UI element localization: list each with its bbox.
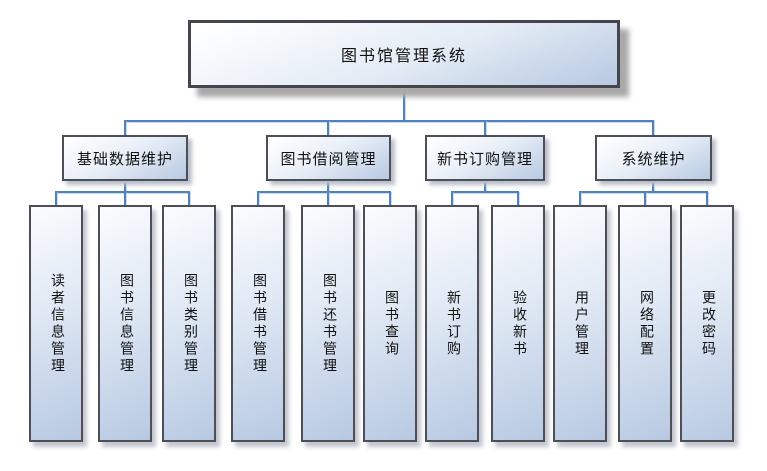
connector-g4-child2-drop xyxy=(644,191,646,205)
leaf-label: 读者信息管理 xyxy=(49,272,64,375)
leaf-node-lend: 图书借书管理 xyxy=(231,205,285,442)
connector-g4-child3-drop xyxy=(706,191,708,205)
branch-node-system: 系统维护 xyxy=(595,135,712,181)
connector-g1-child2-drop xyxy=(124,191,126,205)
connector-g1-parent-drop xyxy=(124,181,126,191)
leaf-label: 图书类别管理 xyxy=(182,272,197,375)
leaf-label: 新书订购 xyxy=(445,289,460,358)
connector-g3-child2-drop xyxy=(517,191,519,205)
connector-g2-child3-drop xyxy=(389,191,391,205)
leaf-node-book-info: 图书信息管理 xyxy=(98,205,152,442)
connector-branch3-drop xyxy=(484,120,486,135)
leaf-label: 验收新书 xyxy=(511,289,526,358)
branch-label: 系统维护 xyxy=(621,151,686,168)
connector-root-drop xyxy=(403,88,405,121)
leaf-node-book-category: 图书类别管理 xyxy=(162,205,216,442)
branch-node-ordering: 新书订购管理 xyxy=(425,135,545,181)
leaf-node-accept-new: 验收新书 xyxy=(491,205,545,442)
connector-g2-child1-drop xyxy=(257,191,259,205)
connector-g3-parent-drop xyxy=(484,181,486,191)
connector-g3-rail xyxy=(451,191,519,193)
leaf-label: 图书借书管理 xyxy=(251,272,266,375)
connector-g4-child1-drop xyxy=(579,191,581,205)
branch-label: 图书借阅管理 xyxy=(280,151,377,168)
leaf-label: 图书信息管理 xyxy=(118,272,133,375)
connector-g1-child3-drop xyxy=(188,191,190,205)
root-label: 图书馆管理系统 xyxy=(340,48,467,65)
root-node: 图书馆管理系统 xyxy=(188,20,620,88)
leaf-node-order-new: 新书订购 xyxy=(425,205,479,442)
leaf-node-reader-info: 读者信息管理 xyxy=(29,205,83,442)
leaf-node-change-password: 更改密码 xyxy=(680,205,734,442)
leaf-node-return: 图书还书管理 xyxy=(301,205,355,442)
leaf-node-network-config: 网络配置 xyxy=(618,205,672,442)
connector-g4-rail xyxy=(579,191,708,193)
connector-branch2-drop xyxy=(327,120,329,135)
connector-branch4-drop xyxy=(652,120,654,135)
branch-node-basic-data: 基础数据维护 xyxy=(62,135,188,181)
connector-g2-child2-drop xyxy=(327,191,329,205)
connector-branch1-drop xyxy=(124,120,126,135)
branch-label: 基础数据维护 xyxy=(76,151,173,168)
leaf-label: 图书查询 xyxy=(383,289,398,358)
connector-g3-child1-drop xyxy=(451,191,453,205)
connector-g4-parent-drop xyxy=(652,181,654,191)
leaf-label: 网络配置 xyxy=(638,289,653,358)
connector-top-rail xyxy=(124,120,654,122)
connector-g2-parent-drop xyxy=(327,181,329,191)
leaf-label: 图书还书管理 xyxy=(321,272,336,375)
leaf-node-query: 图书查询 xyxy=(363,205,417,442)
branch-node-borrowing: 图书借阅管理 xyxy=(266,135,391,181)
leaf-label: 更改密码 xyxy=(700,289,715,358)
branch-label: 新书订购管理 xyxy=(436,151,533,168)
leaf-node-user-mgmt: 用户管理 xyxy=(553,205,607,442)
connector-g1-rail xyxy=(55,191,190,193)
connector-g2-rail xyxy=(257,191,391,193)
connector-g1-child1-drop xyxy=(55,191,57,205)
leaf-label: 用户管理 xyxy=(573,289,588,358)
